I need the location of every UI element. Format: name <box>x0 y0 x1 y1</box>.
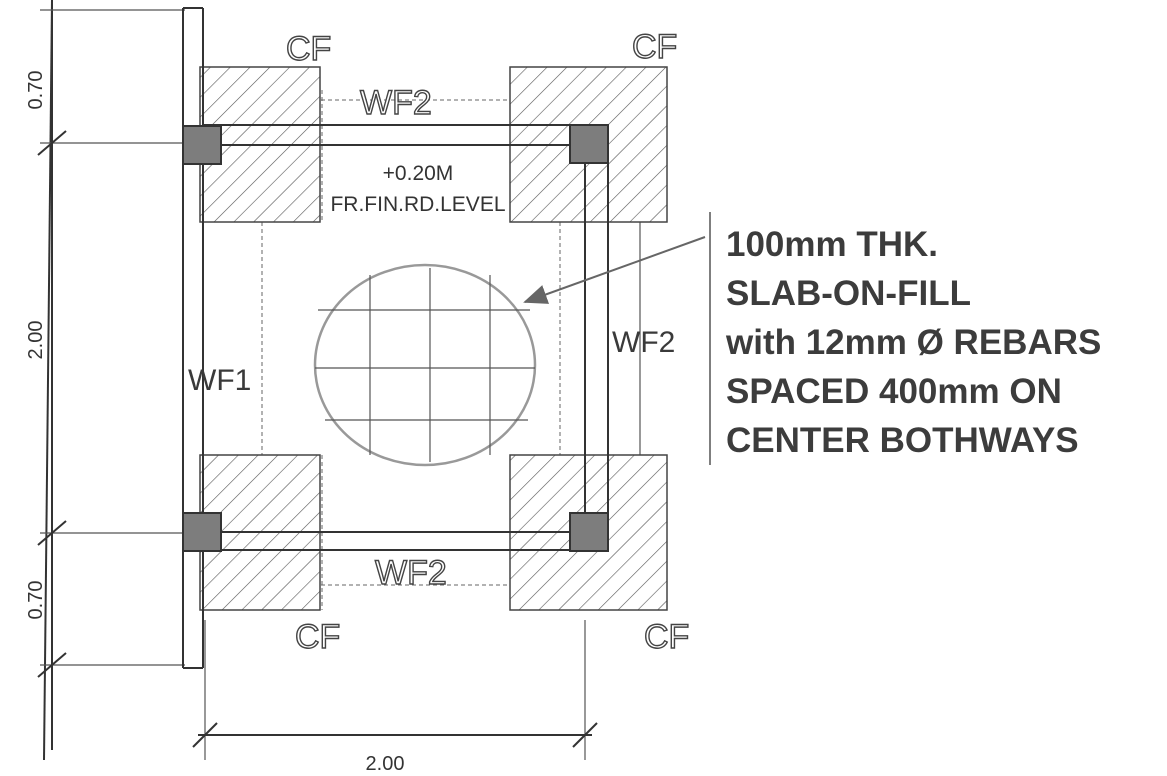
dim-middle-label: 2.00 <box>25 321 47 360</box>
label-cf-top-left: CF <box>286 30 331 68</box>
note-line-1: 100mm THK. <box>726 225 938 264</box>
label-level-description: FR.FIN.RD.LEVEL <box>330 193 505 216</box>
bottom-dimension-line <box>192 620 598 760</box>
column-top-left <box>182 125 222 165</box>
dim-width-label: 2.00 <box>366 753 405 775</box>
label-wf2-top: WF2 <box>360 84 432 122</box>
left-dimension-line <box>37 0 185 761</box>
slab-specification-note: 100mm THK. SLAB-ON-FILL with 12mm Ø REBA… <box>725 225 1101 460</box>
label-wf2-bottom: WF2 <box>375 554 447 592</box>
wall-footing-right <box>584 143 609 533</box>
note-line-5: CENTER BOTHWAYS <box>726 421 1079 460</box>
label-level-value: +0.20M <box>383 162 454 185</box>
column-bottom-left <box>182 512 222 552</box>
column-bottom-right <box>569 512 609 552</box>
note-leader-arrow <box>523 236 706 304</box>
note-line-3: with 12mm Ø REBARS <box>725 323 1101 362</box>
wall-footing-bottom <box>203 531 590 551</box>
label-wf1-left: WF1 <box>188 364 251 397</box>
note-line-2: SLAB-ON-FILL <box>726 274 971 313</box>
label-wf2-right: WF2 <box>612 326 675 359</box>
label-cf-bottom-left: CF <box>295 618 340 656</box>
wall-footing-top <box>203 124 590 146</box>
dim-bottom-label: 0.70 <box>25 581 47 620</box>
column-top-right <box>569 124 609 164</box>
drain-circle <box>313 263 537 467</box>
dim-top-label: 0.70 <box>25 71 47 110</box>
wall-footing-left <box>182 7 204 669</box>
label-cf-top-right: CF <box>632 28 677 66</box>
label-cf-bottom-right: CF <box>644 618 689 656</box>
note-line-4: SPACED 400mm ON <box>726 372 1062 411</box>
